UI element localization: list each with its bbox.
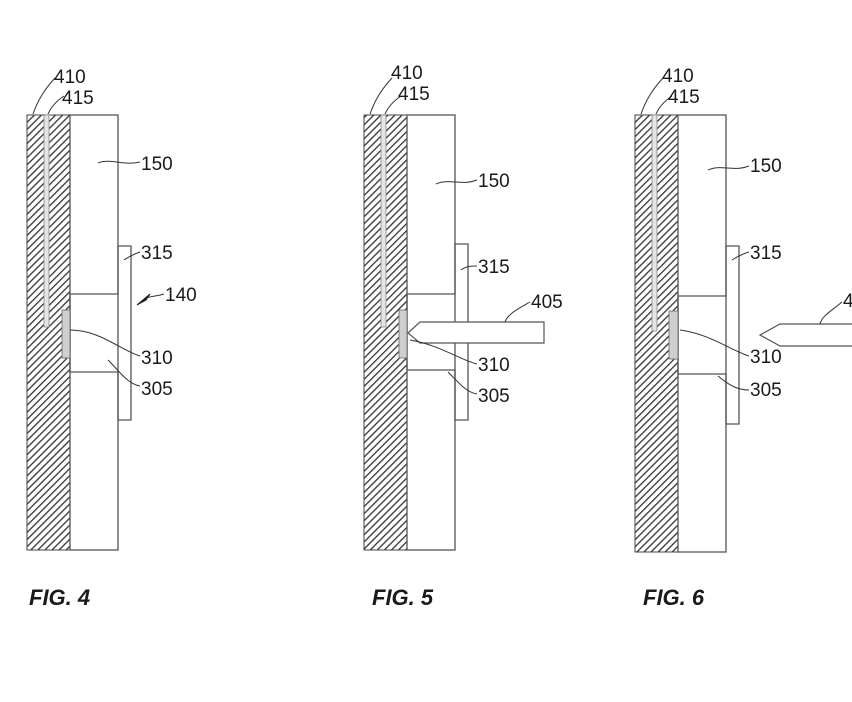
label-410: 410 xyxy=(662,66,694,87)
figure-6: 410 415 150 315 4 310 305 FIG. 6 xyxy=(634,66,852,610)
inner-channel xyxy=(651,114,658,332)
label-315: 315 xyxy=(750,243,782,264)
panel xyxy=(677,114,727,553)
label-310: 310 xyxy=(141,348,173,369)
label-410: 410 xyxy=(54,67,86,88)
insert xyxy=(61,309,71,359)
label-405: 405 xyxy=(531,292,563,313)
fastener-body xyxy=(677,245,740,425)
inner-channel xyxy=(43,114,50,328)
label-150: 150 xyxy=(478,171,510,192)
label-305: 305 xyxy=(750,380,782,401)
label-415: 415 xyxy=(398,84,430,105)
label-415: 415 xyxy=(668,87,700,108)
insert xyxy=(668,310,679,360)
figure-4: 410 415 150 315 140 310 305 FIG. 4 xyxy=(26,67,197,610)
tool-pin xyxy=(758,323,852,347)
figure-caption: FIG. 6 xyxy=(643,585,705,610)
label-140: 140 xyxy=(165,285,197,306)
fastener-body xyxy=(406,243,469,421)
assembly-arrow-icon xyxy=(136,293,151,306)
inner-channel xyxy=(380,114,387,328)
label-305: 305 xyxy=(141,379,173,400)
label-305: 305 xyxy=(478,386,510,407)
label-410: 410 xyxy=(391,63,423,84)
figure-caption: FIG. 5 xyxy=(372,585,434,610)
label-415: 415 xyxy=(62,88,94,109)
label-310: 310 xyxy=(750,347,782,368)
panel xyxy=(69,114,119,551)
insert xyxy=(398,309,408,359)
label-310: 310 xyxy=(478,355,510,376)
tool-pin xyxy=(407,321,545,344)
label-tool-partial: 4 xyxy=(843,291,852,312)
figure-5: 410 415 150 315 405 310 305 FIG. 5 xyxy=(363,63,563,610)
figure-caption: FIG. 4 xyxy=(29,585,90,610)
label-150: 150 xyxy=(141,154,173,175)
label-150: 150 xyxy=(750,156,782,177)
fastener-body xyxy=(69,245,132,421)
label-315: 315 xyxy=(141,243,173,264)
label-315: 315 xyxy=(478,257,510,278)
